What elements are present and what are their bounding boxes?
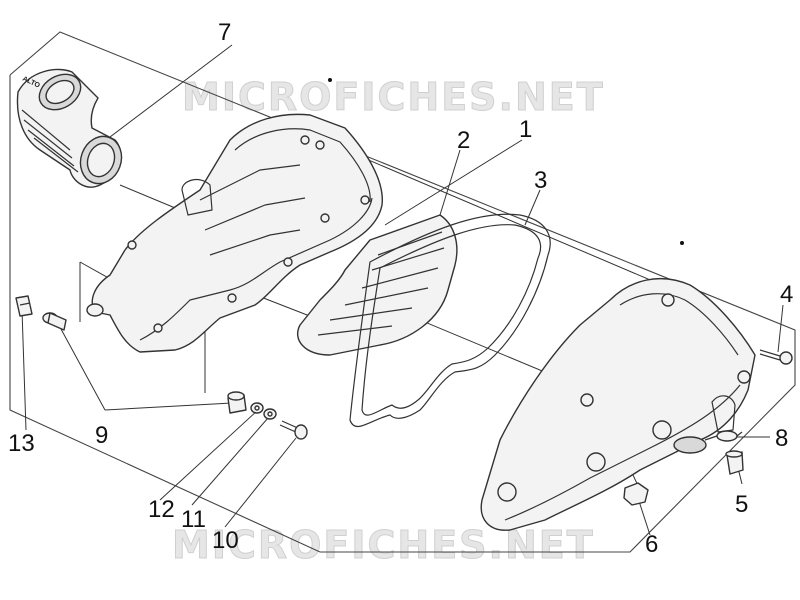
gasket: [349, 213, 551, 427]
assembly-frame: [9, 31, 796, 553]
drain-cap: [725, 450, 744, 475]
callout-4: 4: [780, 281, 793, 308]
washer: [250, 402, 264, 414]
housing-screw: [279, 420, 308, 440]
watermark-bottom: MICROFICHES.NET: [172, 523, 595, 567]
callout-6: 6: [645, 531, 658, 558]
marker-dot: [328, 78, 332, 82]
callout-2: 2: [457, 127, 470, 154]
intake-hose: ALTO: [16, 68, 123, 188]
callout-9: 9: [95, 422, 108, 449]
callout-10: 10: [212, 527, 239, 554]
bottom-bolt: [623, 482, 649, 506]
watermark-top: MICROFICHES.NET: [182, 75, 605, 119]
callout-12: 12: [148, 496, 175, 523]
filter-cover: [480, 241, 756, 531]
bushing-left: [42, 312, 67, 331]
cover-screw: [759, 349, 793, 365]
callout-13: 13: [8, 430, 35, 457]
callout-7: 7: [218, 19, 231, 46]
filter-housing: [86, 78, 383, 353]
callout-11: 11: [181, 506, 206, 533]
clip-nut: [15, 295, 33, 317]
bushing-right: [227, 391, 247, 414]
callout-5: 5: [735, 491, 748, 518]
callout-8: 8: [775, 425, 788, 452]
callout-labels: 1 2 3 4 5 6 7 8 9 10 11 12 13: [8, 19, 793, 558]
callout-1: 1: [519, 116, 532, 143]
spring-washer: [263, 408, 277, 420]
hose-clamp: [704, 430, 743, 442]
callout-3: 3: [534, 167, 547, 194]
marker-dot: [680, 241, 684, 245]
